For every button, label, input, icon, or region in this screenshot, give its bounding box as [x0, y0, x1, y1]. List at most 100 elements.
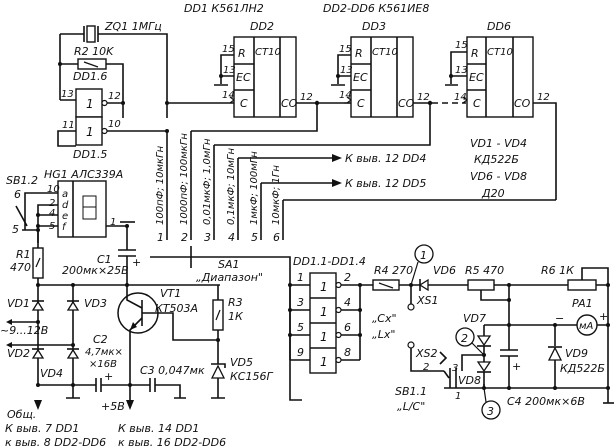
- diode-note: VD6 - VD8: [470, 170, 527, 183]
- vd9-type: КД522Б: [560, 362, 605, 375]
- pin-number: 6: [14, 188, 21, 201]
- pin-number: 1: [455, 391, 461, 402]
- test-point-label: 1: [420, 249, 427, 262]
- lx-label: „Lx": [372, 328, 395, 341]
- pin-number: 12: [300, 92, 313, 103]
- range-label: 1мкФ; 100мГн: [249, 151, 260, 225]
- dd1-5-label: DD1.5: [73, 148, 107, 161]
- pin-ec: EC: [236, 71, 251, 84]
- r4-label: R4 270: [374, 264, 413, 277]
- pin-number: 5: [12, 223, 19, 236]
- counter-name: DD6: [487, 20, 511, 33]
- range-labels: 100пФ; 10мкГн 1000пФ; 100мкГн 0,01мкФ; 1…: [155, 133, 282, 244]
- vd3-label: VD3: [84, 297, 107, 310]
- pa1-minus: −: [555, 312, 564, 325]
- range-label: 1000пФ; 100мкГн: [179, 133, 190, 225]
- pin-number: 13: [223, 65, 236, 76]
- pin-number: 5: [297, 321, 304, 334]
- oscillator: ZQ1 1МГц R2 10K DD1.6 1 1 13 12 11 10 DD…: [57, 20, 169, 161]
- pin-number: 2: [423, 362, 429, 373]
- gate-symbol: 1: [320, 305, 328, 319]
- pin-number: 4: [344, 296, 351, 309]
- seg-label: e: [62, 211, 68, 222]
- range-label: 100пФ; 10мкГн: [155, 145, 166, 225]
- test-point-3[interactable]: [481, 400, 501, 420]
- meter-pa1: [576, 314, 598, 336]
- pin-c: C: [240, 97, 248, 110]
- xs1-label: XS1: [416, 294, 439, 307]
- pin-number: 14: [339, 90, 352, 101]
- seg-label: f: [62, 222, 67, 233]
- xs2-label: XS2: [415, 347, 438, 360]
- pin-number: 14: [222, 90, 235, 101]
- gate-dd1-5: [75, 116, 103, 146]
- r1-value: 470: [10, 261, 31, 274]
- seg-label: d: [62, 200, 69, 211]
- vt1-label: VT1: [160, 287, 181, 300]
- diode-note: VD1 - VD4: [470, 137, 527, 150]
- r3-value: 1К: [228, 310, 244, 323]
- output-to-dd4: К выв. 12 DD4: [345, 152, 426, 165]
- vd5-type: КС156Г: [230, 370, 273, 383]
- gate-dd1-6: [75, 88, 103, 118]
- test-point-2[interactable]: [455, 327, 475, 347]
- gate-symbol: 1: [86, 125, 94, 139]
- socket-xs1[interactable]: [407, 303, 415, 311]
- pin-number: 3: [297, 296, 304, 309]
- sb1-1-name: „L/C": [397, 400, 425, 413]
- r5-label: R5 470: [465, 264, 504, 277]
- hg1-label: HG1 АЛС339А: [44, 168, 123, 181]
- resistor-r5: [467, 279, 495, 291]
- pin-number: 12: [537, 92, 550, 103]
- range-label: 10мкФ; 1Гн: [271, 165, 282, 225]
- pin-co: CO: [514, 97, 531, 110]
- vd7-label: VD7: [463, 312, 486, 325]
- counter-dd3: DD3 R EC C CT10 CO 15 13 14 12: [331, 20, 430, 118]
- resistor-r6: [567, 279, 597, 291]
- pin-c: C: [357, 97, 365, 110]
- vt1-type: КТ503А: [155, 302, 198, 315]
- r6-label: R6 1К: [541, 264, 575, 277]
- test-point-label: 2: [461, 332, 468, 345]
- pin-number: 3: [452, 363, 458, 374]
- c3-label: C3 0,047мк: [140, 364, 205, 377]
- transistor-vt1: VT1 КТ503А: [117, 285, 218, 403]
- range-number: 3: [204, 231, 211, 244]
- range-number: 4: [228, 231, 235, 244]
- sa1-label: SA1: [218, 258, 240, 271]
- socket-xs2[interactable]: [407, 341, 415, 349]
- sa1-name: „Диапазон": [196, 271, 263, 284]
- vd5-label: VD5: [230, 356, 253, 369]
- range-label: 0,1мкФ; 10мГн: [226, 148, 237, 225]
- range-number: 1: [157, 231, 164, 244]
- r3-label: R3: [228, 296, 243, 309]
- pin-number: 13: [340, 65, 353, 76]
- pin-r: R: [238, 47, 246, 60]
- dd1-6-label: DD1.6: [73, 70, 107, 83]
- c1-label: C1: [97, 253, 112, 266]
- pin-label: 13: [61, 89, 74, 100]
- vd6-label: VD6: [433, 264, 456, 277]
- counter-func: CT10: [487, 47, 513, 58]
- pin-number: 8: [344, 346, 351, 359]
- test-point-1[interactable]: [414, 244, 434, 264]
- crystal-zq1: [86, 25, 96, 43]
- dd1-type-note: DD1 К561ЛН2: [184, 2, 264, 15]
- supply-5v-label: +5В: [101, 400, 125, 413]
- connection-note: к выв. 8 DD2-DD6: [5, 436, 106, 448]
- range-number: 5: [251, 231, 258, 244]
- range-label: 0,01мкФ; 1,0мГн: [202, 138, 213, 225]
- counter-func: CT10: [372, 47, 398, 58]
- gate-symbol: 1: [86, 97, 94, 111]
- c1-plus: +: [132, 256, 141, 269]
- switch-sb1-2[interactable]: [15, 205, 38, 231]
- switch-sb1-1[interactable]: 2 3 1: [423, 351, 462, 402]
- connection-note: К выв. 14 DD1: [118, 422, 199, 435]
- pin-number: 4: [49, 208, 55, 219]
- pin-number: 12: [417, 92, 430, 103]
- counter-name: DD2: [250, 20, 274, 33]
- counter-dd6: DD6 R EC C CT10 CO 15 13 14 12: [445, 20, 550, 118]
- c4-plus: +: [512, 360, 521, 373]
- c2-value: 4,7мк×: [85, 347, 123, 358]
- pin-c: C: [473, 97, 481, 110]
